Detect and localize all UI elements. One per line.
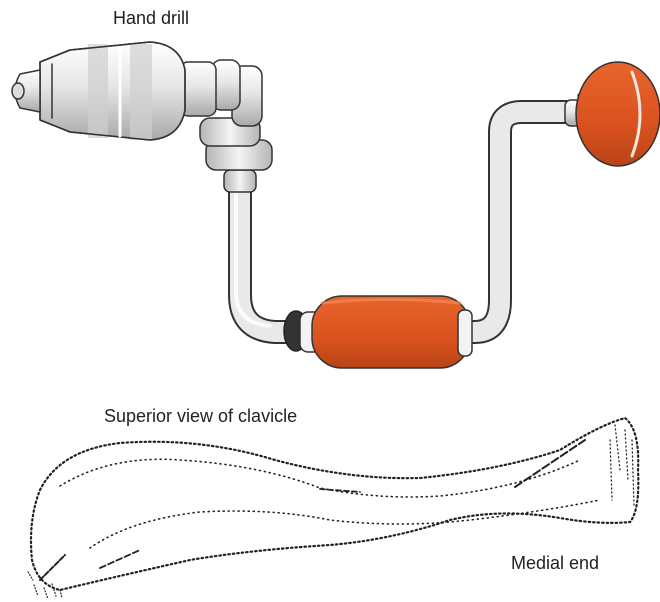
clavicle-icon [28,418,638,599]
hand-drill-icon [12,42,660,368]
